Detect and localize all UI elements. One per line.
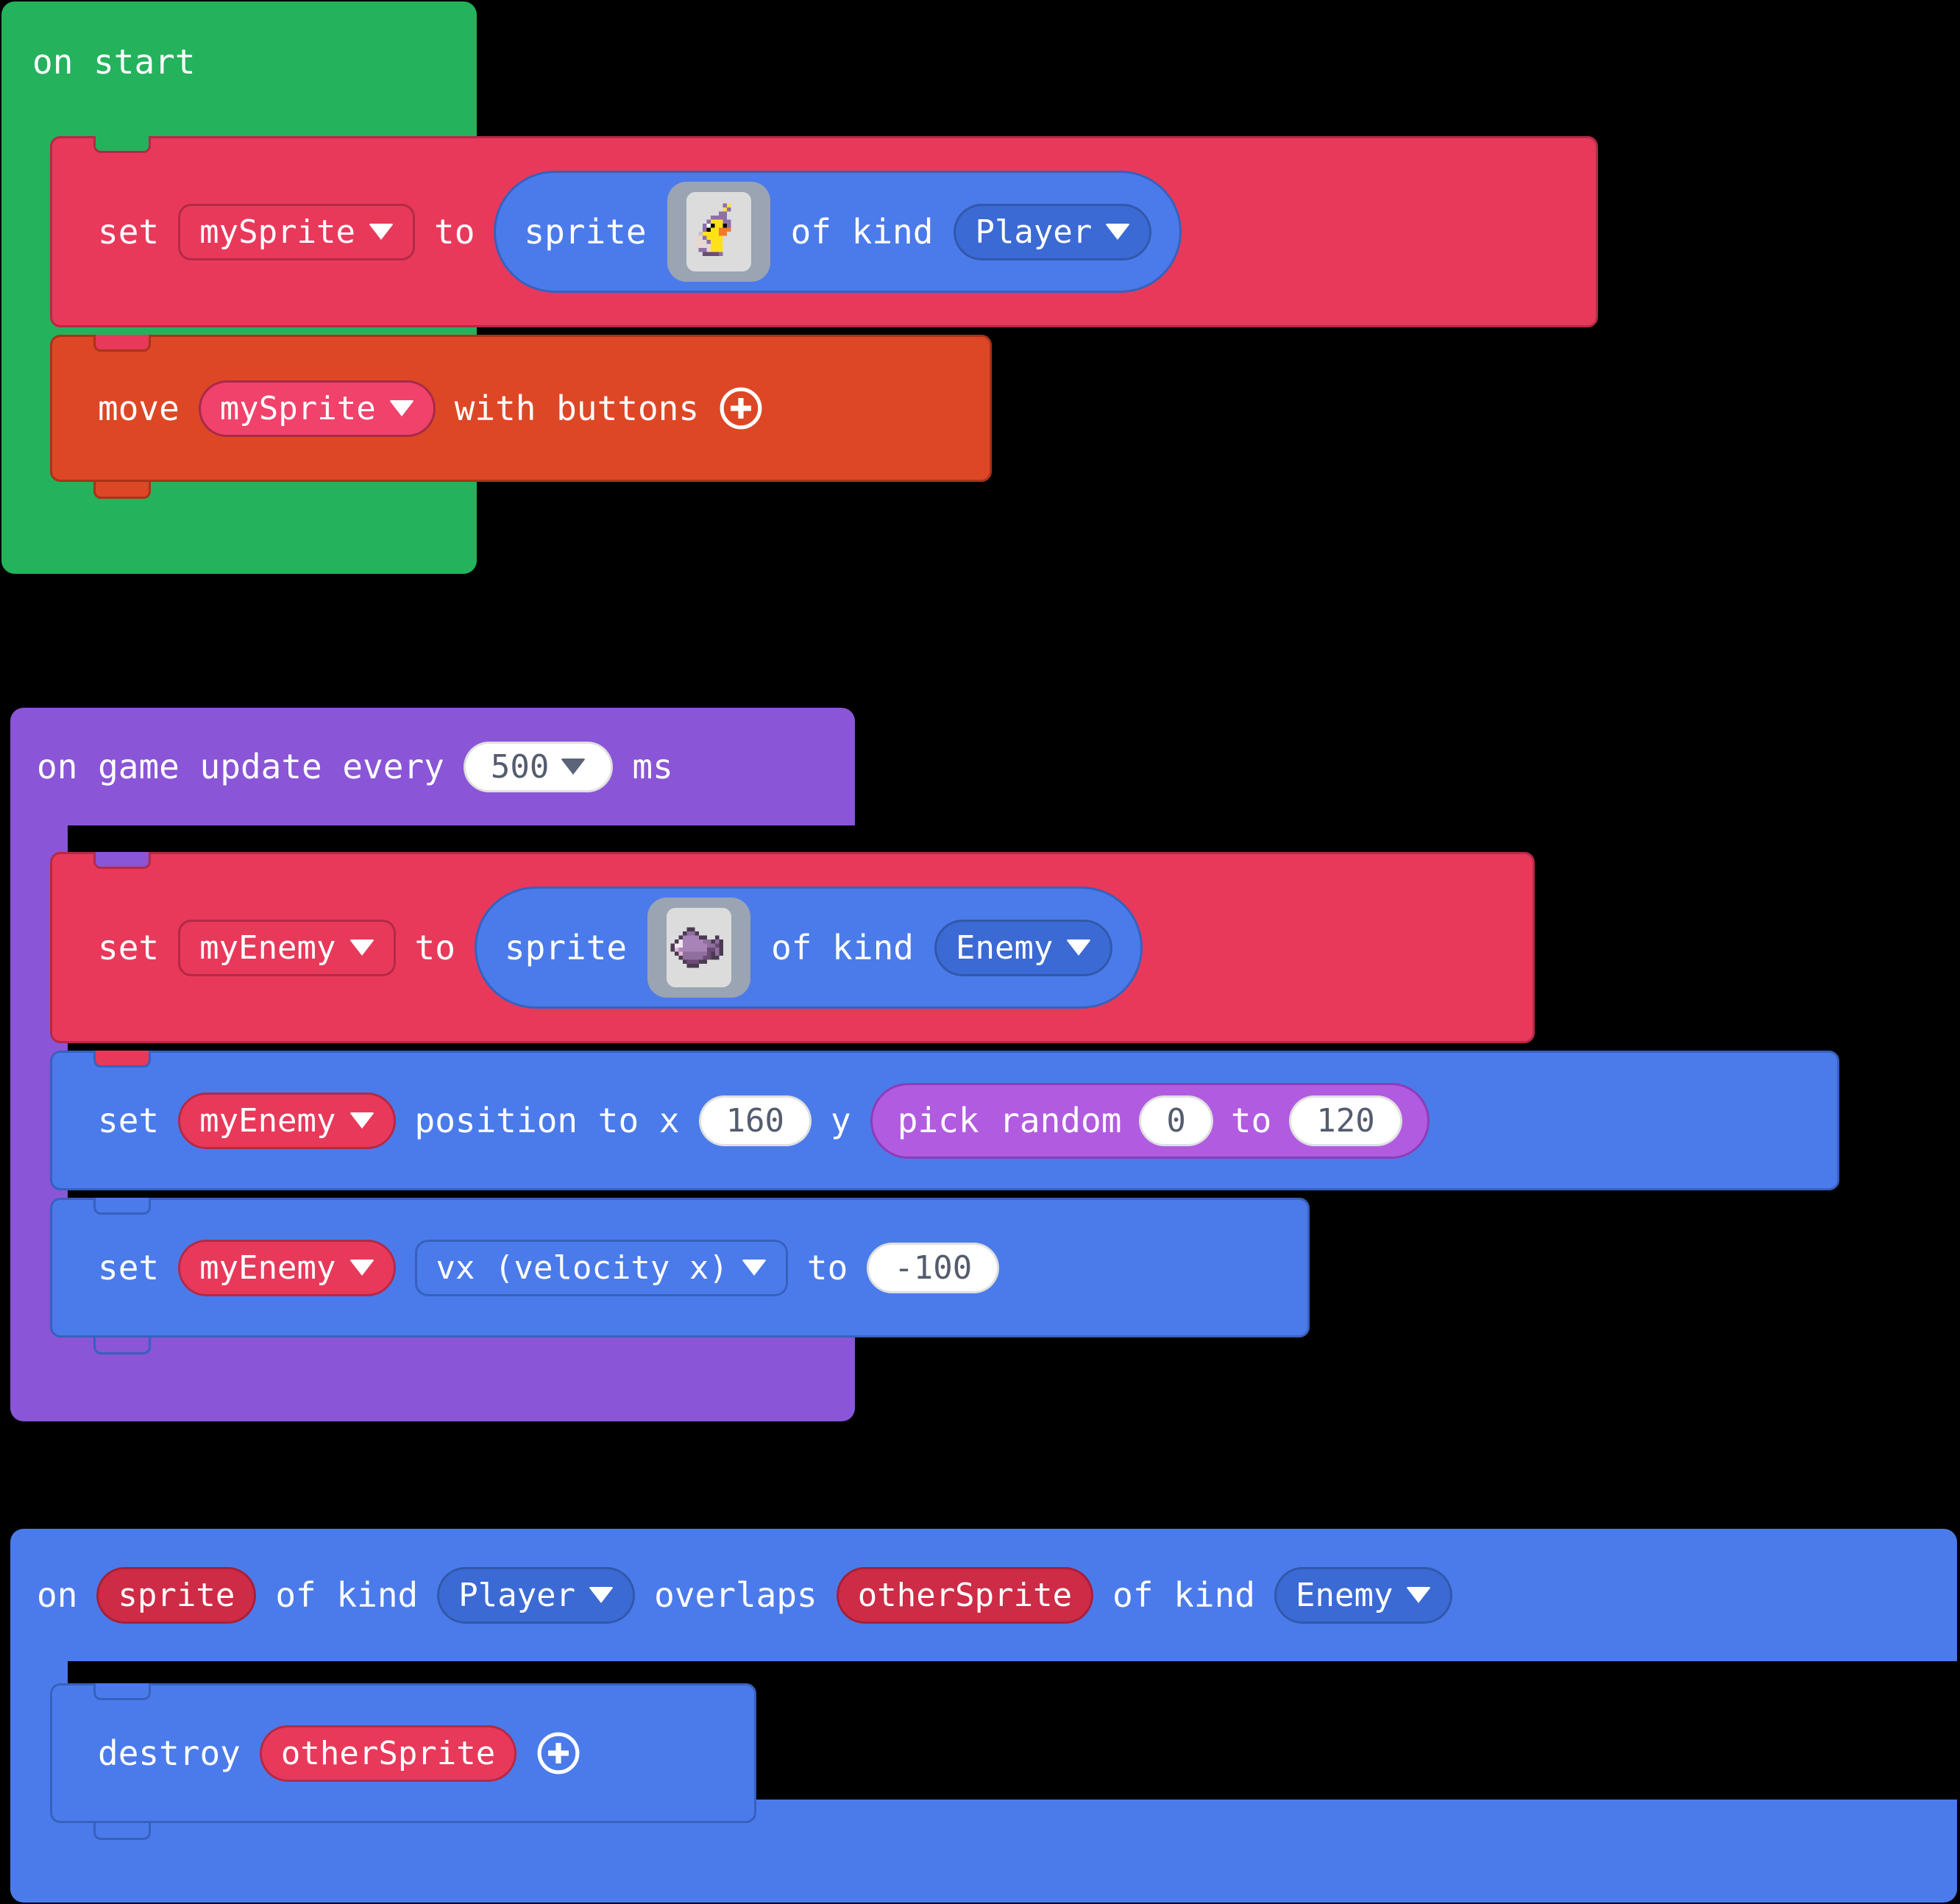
variable-dropdown-myenemy[interactable]: myEnemy <box>178 1239 396 1296</box>
set-label: set <box>98 1101 160 1140</box>
chevron-down-icon <box>349 1112 374 1129</box>
chevron-down-icon <box>388 400 414 416</box>
to-label: to <box>806 1248 848 1287</box>
kind-value: Player <box>975 213 1093 251</box>
pick-random-reporter[interactable]: pick random 0 to 120 <box>870 1082 1430 1159</box>
set-mysprite-block[interactable]: set mySprite to sprite <box>50 136 1598 327</box>
sprite-parameter-chip[interactable]: sprite <box>96 1566 257 1624</box>
chevron-down-icon <box>741 1260 767 1276</box>
other-sprite-parameter-chip[interactable]: otherSprite <box>836 1566 1094 1624</box>
set-myenemy-block[interactable]: set myEnemy to sprite <box>50 852 1535 1043</box>
kind-dropdown-enemy[interactable]: Enemy <box>1274 1566 1453 1624</box>
interval-value: 500 <box>490 747 550 786</box>
pick-random-label: pick random <box>897 1101 1122 1140</box>
move-label: move <box>98 388 180 428</box>
block-notch <box>93 136 151 153</box>
destroy-block[interactable]: destroy otherSprite <box>50 1683 756 1840</box>
variable-name: myEnemy <box>199 1101 336 1140</box>
on-sprite-overlaps-hat-block[interactable]: on sprite of kind Player overlaps otherS… <box>10 1529 1957 1661</box>
variable-dropdown-mysprite[interactable]: mySprite <box>198 380 436 437</box>
variable-dropdown-myenemy[interactable]: myEnemy <box>178 1092 396 1149</box>
block-notch <box>93 1338 151 1354</box>
block-notch <box>93 1198 151 1215</box>
variable-name: myEnemy <box>199 928 336 967</box>
on-start-label: on start <box>32 42 196 82</box>
block-notch <box>93 335 151 352</box>
variable-chip-othersprite[interactable]: otherSprite <box>259 1724 517 1782</box>
on-label: on <box>37 1575 78 1615</box>
chevron-down-icon <box>561 759 586 775</box>
kind-value: Enemy <box>1296 1576 1393 1614</box>
of-kind-label: of kind <box>790 212 934 252</box>
x-value-input[interactable]: 160 <box>698 1095 812 1146</box>
fish-sprite-thumbnail[interactable] <box>647 898 751 998</box>
chevron-down-icon <box>349 939 374 956</box>
chevron-down-icon <box>589 1587 614 1603</box>
of-kind-label: of kind <box>275 1575 419 1615</box>
to-label: to <box>414 928 455 967</box>
random-min-input[interactable]: 0 <box>1139 1095 1213 1146</box>
velocity-value-input[interactable]: -100 <box>867 1242 1000 1293</box>
ms-label: ms <box>632 747 673 786</box>
variable-dropdown-myenemy[interactable]: myEnemy <box>178 919 396 976</box>
duck-sprite-thumbnail[interactable] <box>667 182 770 282</box>
destroy-label: destroy <box>98 1733 241 1773</box>
sprite-label: sprite <box>524 212 647 252</box>
property-dropdown-vx[interactable]: vx (velocity x) <box>414 1239 788 1296</box>
kind-value: Enemy <box>955 928 1054 967</box>
sprite-label: sprite <box>504 928 628 967</box>
set-position-block[interactable]: set myEnemy position to x 160 y pick ran… <box>50 1051 1839 1190</box>
interval-dropdown-field[interactable]: 500 <box>463 741 614 792</box>
y-label: y <box>831 1101 851 1140</box>
kind-dropdown-player[interactable]: Player <box>954 203 1152 260</box>
kind-value: Player <box>458 1576 576 1614</box>
plus-circle-icon[interactable] <box>536 1730 581 1776</box>
variable-name: mySprite <box>219 389 376 427</box>
of-kind-label: of kind <box>1112 1575 1256 1615</box>
variable-name: mySprite <box>199 213 356 251</box>
of-kind-label: of kind <box>771 928 914 967</box>
to-label: to <box>434 212 475 252</box>
random-max-input[interactable]: 120 <box>1289 1095 1402 1146</box>
block-notch <box>93 852 151 869</box>
chevron-down-icon <box>1406 1587 1432 1603</box>
on-game-update-label: on game update every <box>37 747 444 786</box>
chevron-down-icon <box>1105 224 1131 240</box>
move-with-buttons-block[interactable]: move mySprite with buttons <box>50 335 992 499</box>
plus-circle-icon[interactable] <box>718 386 764 431</box>
chevron-down-icon <box>1066 939 1092 956</box>
sprite-of-kind-reporter[interactable]: sprite <box>494 171 1182 293</box>
kind-dropdown-enemy[interactable]: Enemy <box>934 919 1113 976</box>
position-to-x-label: position to x <box>414 1101 680 1140</box>
set-label: set <box>98 212 160 252</box>
to-label: to <box>1230 1101 1272 1140</box>
block-notch <box>93 1051 151 1068</box>
block-notch <box>93 1823 151 1840</box>
block-notch <box>93 1683 151 1700</box>
set-label: set <box>98 1248 160 1287</box>
kind-dropdown-player[interactable]: Player <box>437 1566 636 1624</box>
variable-dropdown-mysprite[interactable]: mySprite <box>178 203 416 260</box>
chevron-down-icon <box>349 1260 374 1276</box>
fish-sprite-icon <box>667 908 732 987</box>
set-label: set <box>98 928 160 967</box>
sprite-of-kind-reporter[interactable]: sprite <box>474 887 1143 1009</box>
on-game-update-every-hat-block[interactable]: on game update every 500 ms <box>10 708 855 825</box>
chevron-down-icon <box>369 224 394 240</box>
duck-sprite-icon <box>686 192 751 271</box>
overlaps-label: overlaps <box>654 1575 817 1615</box>
set-property-block[interactable]: set myEnemy vx (velocity x) to -100 <box>50 1198 1310 1354</box>
with-buttons-label: with buttons <box>454 388 700 428</box>
block-notch <box>93 482 151 499</box>
property-name: vx (velocity x) <box>436 1248 728 1287</box>
variable-name: myEnemy <box>199 1248 336 1287</box>
